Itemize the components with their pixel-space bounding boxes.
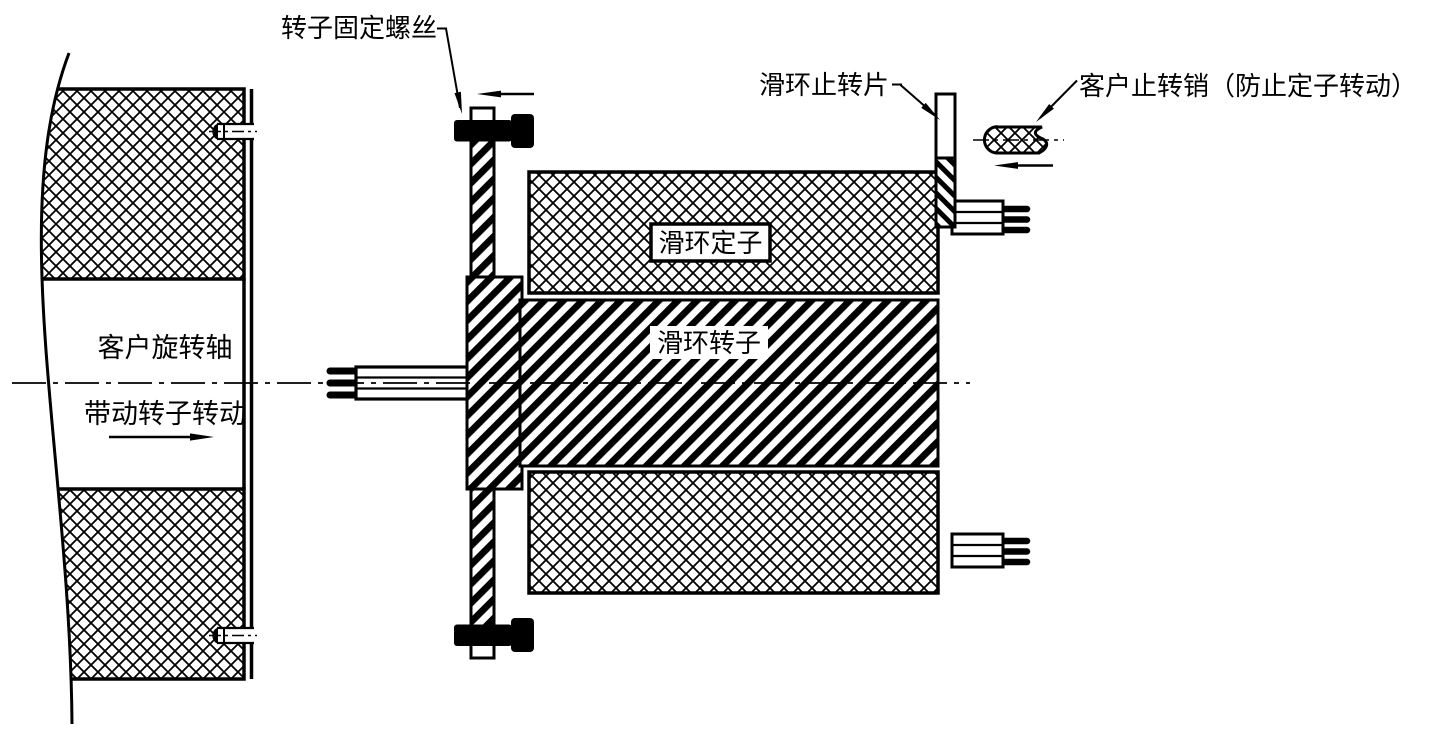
rotor-fixing-screw-top: [454, 114, 534, 148]
flange-tip-top: [469, 106, 496, 124]
customer-anti-rotation-pin: [973, 125, 1064, 169]
rotor-screw-label: 转子固定螺丝: [281, 14, 437, 43]
tab-blade: [934, 92, 957, 160]
shaft-label-line1: 客户旋转轴: [98, 333, 233, 363]
rotor-fixing-screw-bottom: [454, 618, 534, 652]
screw-direction-arrow: [477, 90, 534, 98]
customer-pin-label: 客户止转销（防止定子转动）: [1079, 72, 1417, 101]
stator-lower-block: [527, 470, 940, 595]
anti-rotation-tab: [934, 92, 957, 229]
set-screw-upper: [209, 122, 257, 141]
slipring-tab-label: 滑环止转片: [759, 71, 889, 100]
flange-tip-bottom: [469, 642, 496, 660]
customer-structure-lower-block: [41, 487, 246, 681]
callout-customer-pin: 客户止转销（防止定子转动）: [1036, 72, 1417, 122]
stator-name-tag: 滑环定子: [649, 222, 772, 263]
callout-rotor-screw: 转子固定螺丝: [281, 14, 462, 114]
callout-slipring-tab: 滑环止转片: [759, 71, 940, 120]
break-line: [39, 52, 74, 725]
pin-insert-arrow: [994, 162, 1053, 169]
shaft-label-line2: 带动转子转动: [84, 399, 246, 429]
stator-lead-wires-bottom: [950, 532, 1031, 569]
stator-lead-wires-top: [950, 199, 1031, 236]
customer-shaft-assembly: 客户旋转轴 带动转子转动: [39, 52, 257, 725]
shaft-rotation-arrow: [109, 433, 214, 441]
customer-structure-upper-block: [41, 87, 246, 281]
rotor-name-tag: 滑环转子: [650, 326, 768, 359]
tab-hatched-base: [934, 156, 957, 229]
stator-label: 滑环定子: [658, 229, 762, 258]
set-screw-lower: [209, 626, 257, 645]
rotor-label: 滑环转子: [657, 329, 761, 358]
